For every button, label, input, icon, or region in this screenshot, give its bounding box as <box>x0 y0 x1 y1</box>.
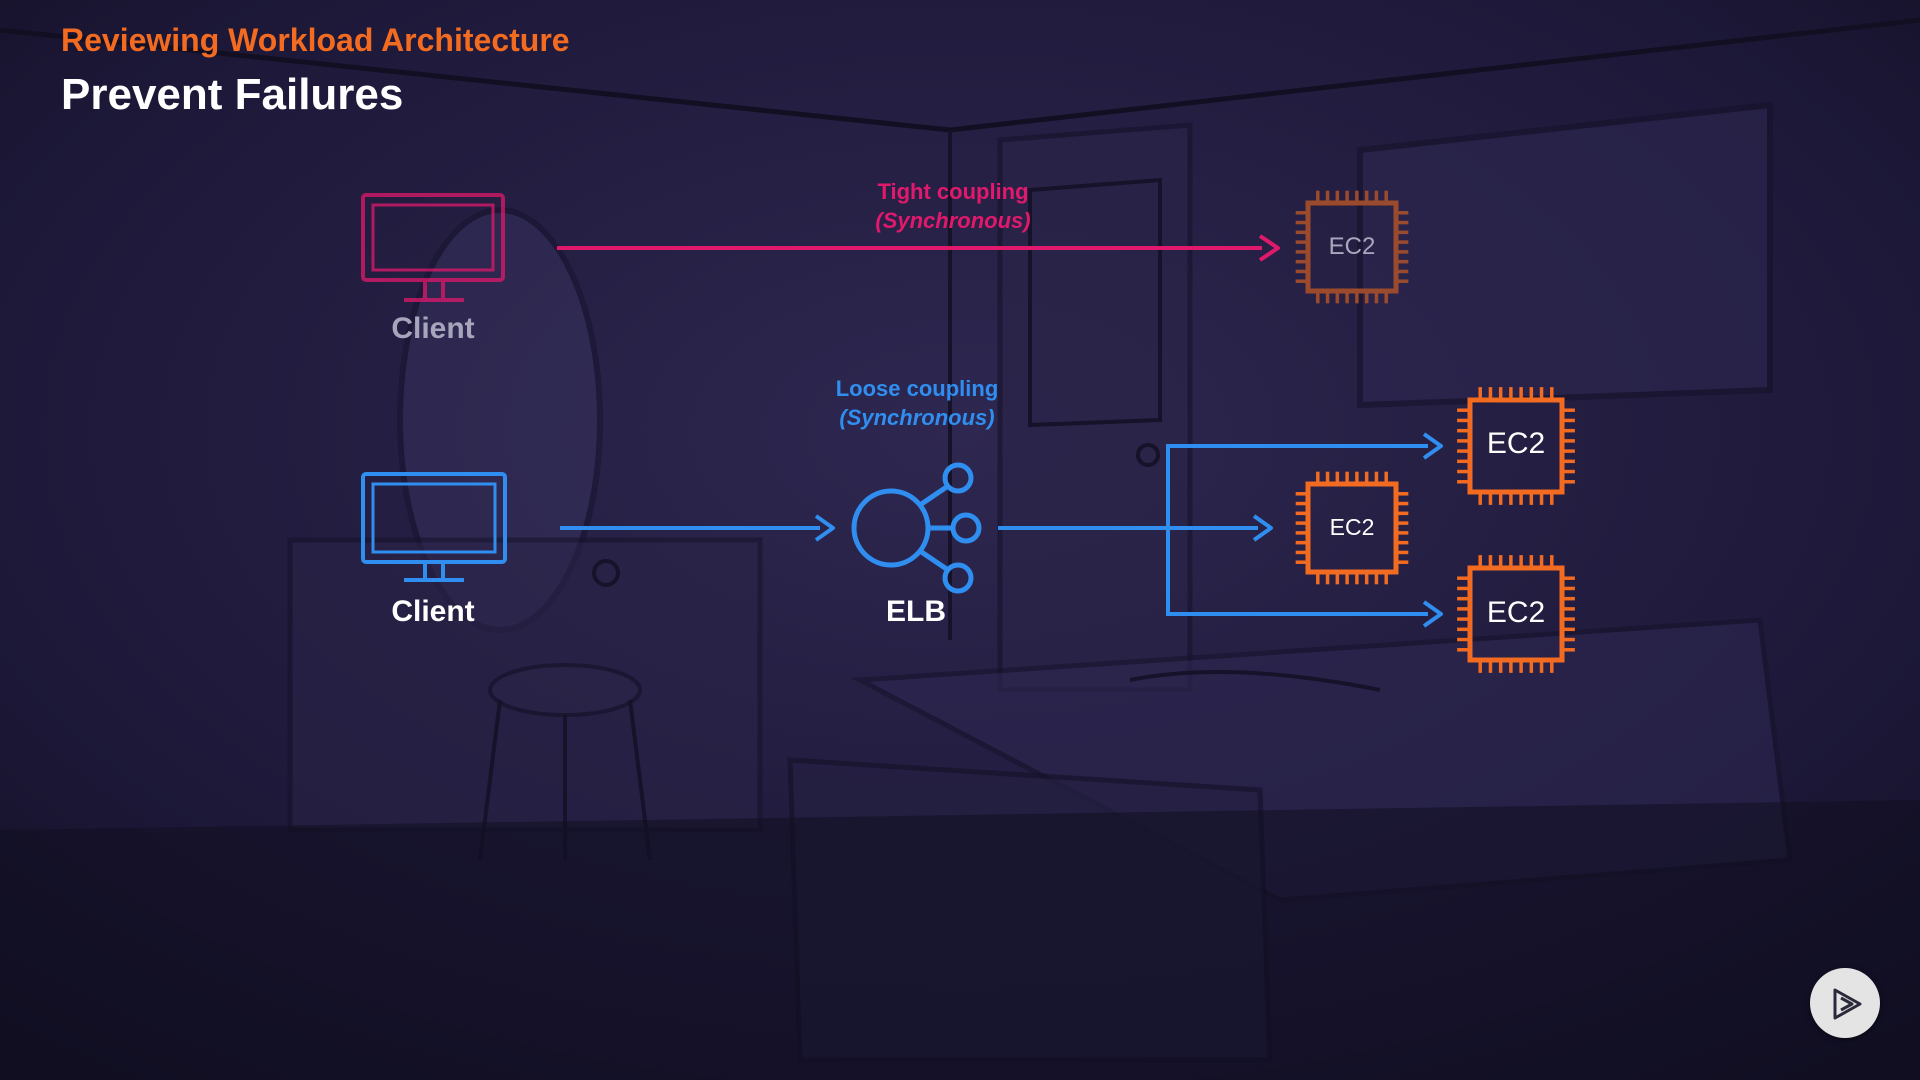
tight-coupling-mode: (Synchronous) <box>875 208 1031 233</box>
client-bottom-label: Client <box>391 595 475 628</box>
ec2-chip-faded-icon <box>1295 190 1409 304</box>
ec2-chip-top-right-icon <box>1457 387 1575 505</box>
loose-coupling-mode: (Synchronous) <box>839 405 995 430</box>
ec2-middle-label: EC2 <box>1329 514 1375 540</box>
ec2-chip-bottom-right-icon <box>1457 555 1575 673</box>
client-to-elb-arrow <box>560 514 835 542</box>
tight-coupling-label: Tight coupling (Synchronous) <box>793 177 1113 235</box>
ec2-bottom-right-label: EC2 <box>1486 596 1546 629</box>
client-top-monitor-icon <box>361 193 505 302</box>
client-bottom-monitor-icon <box>361 472 507 582</box>
client-top-label: Client <box>391 312 475 345</box>
tight-coupling-title: Tight coupling <box>877 179 1029 204</box>
play-button[interactable] <box>1810 968 1880 1038</box>
section-subtitle: Reviewing Workload Architecture <box>61 22 570 58</box>
elb-icon <box>851 462 982 594</box>
loose-coupling-label: Loose coupling (Synchronous) <box>757 374 1077 432</box>
ec2-top-right-label: EC2 <box>1486 427 1546 460</box>
elb-label: ELB <box>886 595 946 628</box>
play-icon <box>1833 988 1862 1020</box>
ec2-faded-label: EC2 <box>1328 233 1376 260</box>
tight-coupling-arrow <box>557 234 1280 262</box>
loose-coupling-title: Loose coupling <box>835 376 999 401</box>
page-title: Prevent Failures <box>61 70 404 119</box>
ec2-chip-middle-icon <box>1295 471 1409 585</box>
elb-to-ec2-arrows <box>998 432 1443 628</box>
